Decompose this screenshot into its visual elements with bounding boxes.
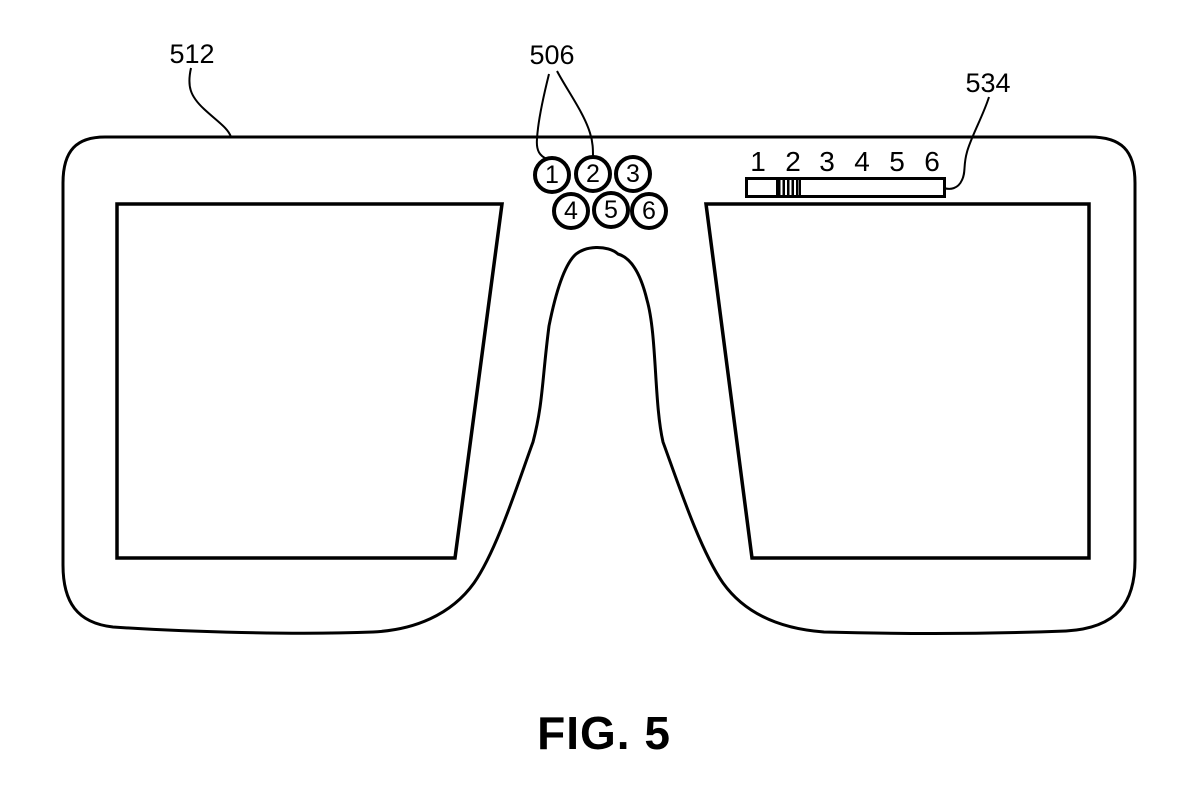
slider-track[interactable] [745, 177, 946, 198]
scale-tick-2: 2 [785, 146, 801, 177]
scale-tick-4: 4 [854, 146, 870, 177]
ref-label-frame-512: 512 [169, 39, 215, 69]
glasses-frame-outline [61, 135, 1137, 635]
button-2[interactable]: 2 [574, 155, 612, 193]
scale-tick-3: 3 [819, 146, 835, 177]
ref-label-slider-534: 534 [965, 68, 1011, 98]
scale-tick-5: 5 [889, 146, 905, 177]
leader-line-506-left [535, 73, 550, 160]
left-lens [115, 202, 504, 560]
button-6[interactable]: 6 [630, 192, 668, 230]
slider-thumb[interactable] [776, 180, 801, 195]
leader-line-506-right [556, 70, 594, 158]
leader-line-512 [188, 67, 232, 138]
button-4[interactable]: 4 [552, 192, 590, 230]
right-lens [704, 202, 1091, 560]
button-3[interactable]: 3 [614, 155, 652, 193]
ref-label-buttons-506: 506 [529, 40, 575, 70]
button-5[interactable]: 5 [592, 191, 630, 229]
scale-tick-6: 6 [924, 146, 940, 177]
figure-caption: FIG. 5 [537, 707, 671, 759]
scale-tick-1: 1 [750, 146, 766, 177]
button-1[interactable]: 1 [533, 156, 571, 194]
leader-line-534 [943, 96, 990, 190]
